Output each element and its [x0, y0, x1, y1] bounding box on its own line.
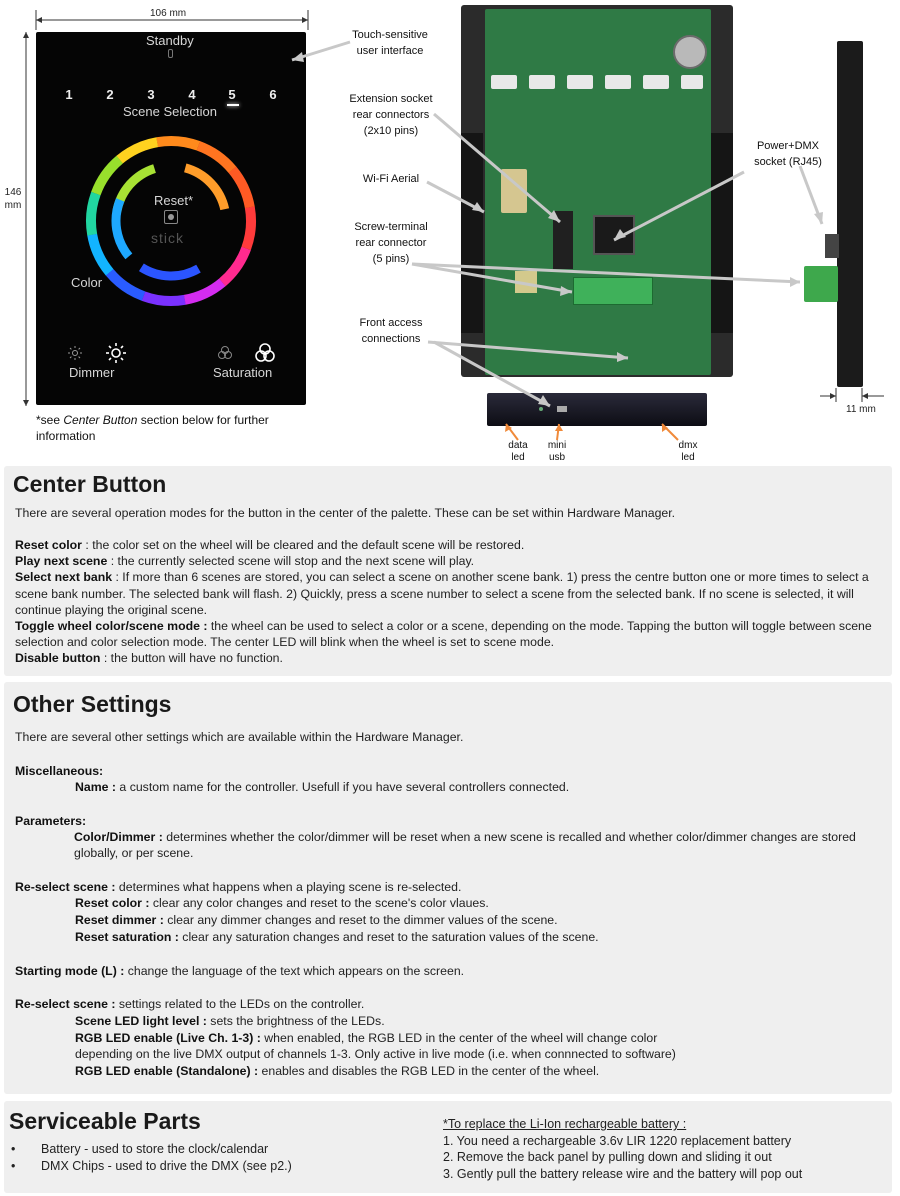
controller-front-panel: Standby 1 2 3 4 5 6 Scene Selection — [36, 32, 306, 405]
standby-label: Standby — [146, 33, 194, 48]
callout-power-dmx: Power+DMX socket (RJ45) — [754, 140, 822, 168]
list-item: •DMX Chips - used to drive the DMX (see … — [11, 1159, 292, 1173]
setting-reselect-scene-leds: Re-select scene : settings related to th… — [15, 997, 365, 1011]
setting-reset-saturation: Reset saturation : clear any saturation … — [75, 930, 599, 944]
callout-arrows — [291, 40, 824, 441]
battery-holder — [673, 35, 707, 69]
center-button-modes: Reset color : the color set on the wheel… — [15, 537, 880, 667]
width-dimension-arrow — [35, 10, 309, 30]
mode-reset-color: Reset color : the color set on the wheel… — [15, 538, 525, 552]
callout-screw-terminal: Screw-terminal rear connector (5 pins) — [354, 221, 428, 265]
serviceable-parts-section: Serviceable Parts •Battery - used to sto… — [4, 1101, 892, 1193]
setting-starting-mode: Starting mode (L) : change the language … — [15, 964, 465, 978]
setting-color-dimmer: Color/Dimmer : determines whether the co… — [74, 830, 856, 861]
color-wheel — [86, 136, 256, 306]
setting-rgb-live-cont: depending on the live DMX output of chan… — [75, 1047, 676, 1061]
mode-toggle-wheel: Toggle wheel color/scene mode : the whee… — [15, 619, 872, 650]
side-screw-terminal — [804, 266, 838, 302]
scene-number-6: 6 — [269, 87, 277, 102]
brand-logo: stick — [151, 230, 184, 246]
parameters-heading: Parameters: — [15, 814, 87, 828]
rj45-socket — [593, 215, 635, 255]
saturation-low-icon — [218, 346, 232, 359]
other-settings-section: Other Settings There are several other s… — [4, 682, 892, 1094]
mini-usb-port — [557, 406, 567, 412]
callout-touch-interface: Touch-sensitive user interface — [352, 29, 428, 57]
serviceable-parts-title: Serviceable Parts — [9, 1108, 201, 1134]
battery-step-3: 3. Gently pull the battery release wire … — [443, 1166, 803, 1181]
battery-instructions: *To replace the Li-Ion rechargeable batt… — [443, 1116, 802, 1182]
label-mini-usb: mini usb — [547, 440, 567, 463]
scene-5-active-indicator — [227, 104, 239, 106]
setting-reset-dimmer: Reset dimmer : clear any dimmer changes … — [75, 913, 558, 927]
scene-number-1: 1 — [65, 87, 73, 102]
width-label: 106 mm — [148, 8, 189, 19]
dimmer-label: Dimmer — [69, 365, 115, 380]
center-button-intro: There are several operation modes for th… — [15, 506, 676, 520]
scene-number-4: 4 — [188, 87, 196, 102]
footnote-post: section below for further information — [36, 413, 269, 443]
label-data-led: data led — [508, 440, 528, 463]
product-diagram: 106 mm 146 mm Standby 1 2 3 4 5 6 Scene … — [0, 0, 900, 466]
battery-step-2: 2. Remove the back panel by pulling down… — [443, 1150, 772, 1164]
footnote-pre: *see — [36, 413, 64, 427]
footnote-link-text: Center Button — [63, 413, 138, 427]
height-label-unit: mm — [4, 200, 22, 211]
saturation-label: Saturation — [213, 365, 273, 380]
standby-led-icon — [168, 49, 173, 58]
saturation-high-icon — [255, 343, 275, 362]
scene-number-3: 3 — [147, 87, 155, 102]
battery-step-1: 1. You need a rechargeable 3.6v LIR 1220… — [443, 1133, 792, 1148]
height-label: 146 mm — [2, 186, 24, 212]
center-button-section: Center Button There are several operatio… — [4, 466, 892, 676]
setting-scene-led-level: Scene LED light level : sets the brightn… — [75, 1014, 385, 1028]
side-rail-right — [711, 133, 733, 333]
depth-label: 11 mm — [846, 404, 876, 415]
height-dimension-arrow — [23, 32, 29, 406]
front-edge-photo — [487, 393, 707, 426]
battery-heading: *To replace the Li-Ion rechargeable batt… — [443, 1117, 687, 1131]
other-settings-title: Other Settings — [13, 691, 172, 717]
label-dmx-led: dmx led — [678, 440, 698, 463]
setting-reselect-scene: Re-select scene : determines what happen… — [15, 880, 462, 894]
setting-rgb-live: RGB LED enable (Live Ch. 1-3) : when ena… — [75, 1031, 658, 1045]
pcb-rear-photo — [461, 5, 733, 377]
height-label-value: 146 — [4, 187, 22, 198]
scene-number-2: 2 — [106, 87, 114, 102]
connector-row — [491, 75, 706, 93]
data-led — [539, 407, 543, 411]
callout-front-access: Front access connections — [359, 317, 423, 345]
list-item: •Battery - used to store the clock/calen… — [11, 1142, 269, 1156]
reset-label: Reset* — [154, 193, 194, 208]
controller-footnote: *see Center Button section below for fur… — [36, 412, 311, 444]
other-settings-intro: There are several other settings which a… — [15, 730, 464, 744]
mode-select-next-bank: Select next bank : If more than 6 scenes… — [15, 570, 869, 617]
screw-terminal — [573, 277, 653, 305]
center-button-icon — [164, 210, 178, 224]
color-label: Color — [71, 275, 103, 290]
setting-rgb-standalone: RGB LED enable (Standalone) : enables an… — [75, 1064, 600, 1078]
side-rj45 — [825, 234, 839, 258]
scene-selection-label: Scene Selection — [123, 104, 217, 119]
mode-play-next-scene: Play next scene : the currently selected… — [15, 554, 475, 569]
chip — [515, 271, 537, 293]
center-button-title: Center Button — [13, 471, 167, 497]
setting-name: Name : a custom name for the controller.… — [75, 780, 570, 794]
callout-extension-socket: Extension socket rear connectors (2x10 p… — [349, 93, 433, 137]
side-rail-left — [461, 133, 483, 333]
dimmer-high-icon — [106, 343, 126, 363]
extension-header — [553, 211, 573, 269]
serviceable-list: •Battery - used to store the clock/calen… — [11, 1141, 292, 1175]
controller-side-view — [837, 41, 863, 387]
misc-heading: Miscellaneous: — [15, 764, 104, 778]
callout-wifi-aerial: Wi-Fi Aerial — [362, 173, 420, 185]
depth-dimension-arrow — [820, 388, 884, 402]
setting-reset-color: Reset color : clear any color changes an… — [75, 896, 489, 910]
mode-disable-button: Disable button : the button will have no… — [15, 651, 283, 666]
scene-number-5: 5 — [228, 87, 236, 102]
dimmer-low-icon — [68, 346, 82, 360]
